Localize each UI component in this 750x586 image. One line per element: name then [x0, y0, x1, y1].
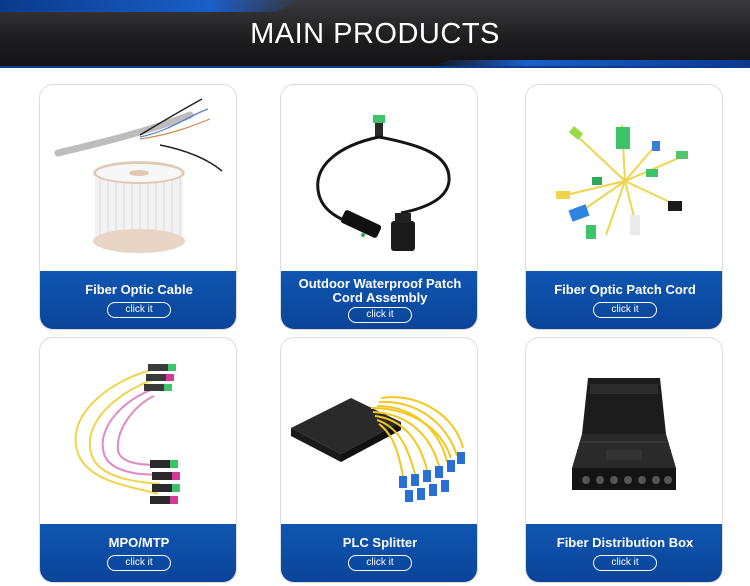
click-it-button[interactable]: click it: [107, 554, 171, 571]
product-card-plc-splitter[interactable]: PLC Splitter click it: [280, 337, 478, 583]
fiber-distribution-box-image: [572, 378, 676, 490]
mpo-mtp-cable-image: [74, 364, 180, 504]
product-caption: Fiber Optic Cable click it: [40, 271, 236, 329]
product-name: Fiber Optic Cable: [85, 281, 193, 297]
product-card-fiber-patch-cord[interactable]: Fiber Optic Patch Cord click it: [525, 84, 723, 330]
product-card-outdoor-patch-cord[interactable]: Outdoor Waterproof Patch Cord Assembly c…: [280, 84, 478, 330]
page-title: MAIN PRODUCTS: [250, 17, 500, 50]
product-card-fiber-optic-cable[interactable]: Fiber Optic Cable click it: [39, 84, 237, 330]
product-caption: MPO/MTP click it: [40, 524, 236, 582]
product-caption: Fiber Distribution Box click it: [526, 524, 722, 582]
plc-splitter-image: [291, 396, 465, 502]
click-it-button[interactable]: click it: [348, 307, 412, 323]
product-name: Fiber Distribution Box: [556, 534, 694, 550]
click-it-button[interactable]: click it: [593, 554, 657, 571]
product-name: PLC Splitter: [342, 534, 418, 550]
click-it-button[interactable]: click it: [593, 301, 657, 318]
patch-cord-connectors-image: [556, 124, 688, 239]
product-name: MPO/MTP: [108, 534, 170, 550]
product-name: Outdoor Waterproof Patch Cord Assembly: [298, 276, 462, 305]
product-caption: Outdoor Waterproof Patch Cord Assembly c…: [281, 271, 477, 329]
waterproof-patch-cord-image: [316, 115, 451, 251]
click-it-button[interactable]: click it: [107, 301, 171, 318]
product-caption: PLC Splitter click it: [281, 524, 477, 582]
fiber-cable-reel-image: [54, 98, 223, 253]
product-name: Fiber Optic Patch Cord: [554, 281, 696, 297]
banner-accent-stripe: [430, 60, 750, 68]
banner-accent-stripe: [0, 0, 300, 12]
click-it-button[interactable]: click it: [348, 554, 412, 571]
product-caption: Fiber Optic Patch Cord click it: [526, 271, 722, 329]
header-banner: MAIN PRODUCTS: [0, 0, 750, 68]
product-card-mpo-mtp[interactable]: MPO/MTP click it: [39, 337, 237, 583]
product-card-fiber-distribution-box[interactable]: Fiber Distribution Box click it: [525, 337, 723, 583]
banner-bottom-edge: [0, 66, 750, 68]
